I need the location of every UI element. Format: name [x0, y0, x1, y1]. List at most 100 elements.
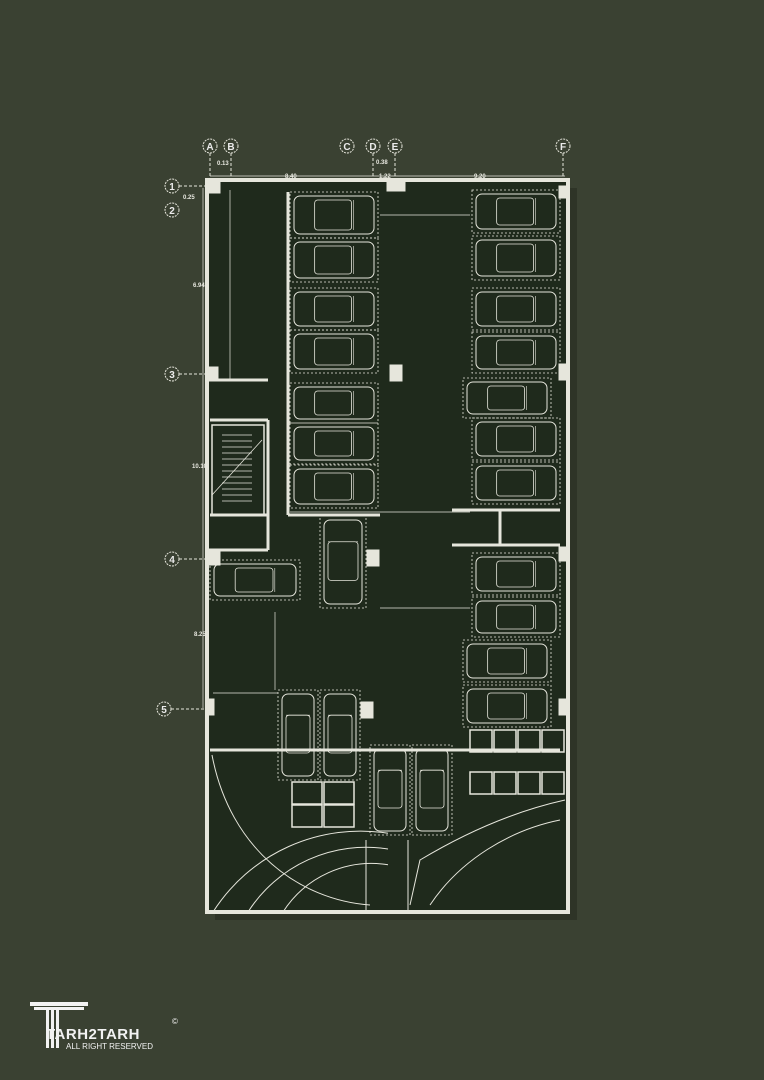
svg-text:D: D	[369, 142, 376, 153]
car-roof	[314, 245, 353, 275]
car-roof	[496, 469, 535, 497]
car-icon	[475, 600, 557, 634]
car-body	[415, 748, 449, 832]
svg-text:2: 2	[169, 206, 175, 217]
car-icon	[293, 291, 375, 327]
car-icon	[213, 563, 297, 597]
car-roof	[496, 197, 535, 226]
storage-unit	[517, 771, 541, 795]
grid-marker-a: A	[202, 138, 218, 154]
grid-marker-3: 3	[164, 366, 180, 382]
ramp-edge	[211, 754, 371, 906]
car-icon	[475, 193, 557, 230]
dim-2-3: 6.94	[193, 283, 205, 289]
car-body	[475, 239, 557, 277]
dim-e-f: 9.20	[474, 174, 486, 180]
structural-column	[207, 366, 219, 382]
car-icon	[475, 291, 557, 327]
storage-unit	[541, 771, 565, 795]
grid-marker-2: 2	[164, 202, 180, 218]
car-body	[293, 291, 375, 327]
structural-column	[558, 546, 568, 562]
car-body	[281, 693, 315, 777]
storage-unit	[323, 781, 355, 805]
car-icon	[293, 241, 375, 279]
dim-a-b: 0.13	[217, 161, 229, 167]
storage-unit	[291, 804, 323, 828]
car-body	[475, 193, 557, 230]
car-body	[293, 241, 375, 279]
car-body	[475, 465, 557, 501]
storage-unit	[469, 771, 493, 795]
parking-stall	[471, 189, 561, 234]
parking-stall	[471, 235, 561, 281]
car-body	[293, 468, 375, 505]
car-body	[293, 195, 375, 235]
stair-break-line	[211, 439, 263, 496]
svg-text:A: A	[206, 142, 213, 153]
car-roof	[496, 243, 535, 273]
grid-marker-d: D	[365, 138, 381, 154]
car-icon	[293, 468, 375, 505]
svg-text:4: 4	[169, 555, 175, 566]
dim-3-4: 10.10	[192, 464, 208, 470]
car-body	[475, 335, 557, 370]
structural-column	[207, 548, 221, 566]
ramp-edge	[429, 819, 561, 906]
car-body	[373, 748, 407, 832]
svg-text:E: E	[392, 142, 399, 153]
car-icon	[475, 421, 557, 457]
ramp-curve	[247, 846, 389, 913]
parking-stall	[319, 515, 367, 609]
storage-unit	[517, 729, 541, 753]
parking-stall	[277, 689, 319, 781]
car-body	[466, 381, 548, 415]
svg-text:3: 3	[169, 370, 175, 381]
svg-text:F: F	[560, 142, 566, 153]
car-roof	[496, 339, 535, 366]
ramp-edge	[409, 799, 566, 906]
car-body	[466, 643, 548, 679]
grid-marker-1: 1	[164, 178, 180, 194]
dim-1-2: 0.25	[183, 195, 195, 201]
car-icon	[475, 465, 557, 501]
parking-stall	[319, 689, 361, 781]
car-roof	[496, 295, 535, 323]
copyright-mark: ©	[172, 1017, 178, 1026]
car-roof	[314, 430, 353, 457]
car-body	[475, 291, 557, 327]
structural-column	[558, 698, 568, 716]
car-icon	[466, 381, 548, 415]
car-icon	[293, 426, 375, 461]
car-roof	[496, 560, 535, 588]
car-roof	[234, 567, 274, 593]
car-icon	[466, 688, 548, 724]
car-roof	[314, 295, 353, 323]
grid-markers: A B C D E F 1 2 3 4 5	[156, 138, 571, 717]
car-body	[323, 519, 363, 605]
parking-stall	[289, 237, 379, 283]
top-dimension-labels: 0.13 8.40 0.38 1.22 9.20 0.25 6.94 10.10…	[183, 160, 486, 638]
car-body	[475, 556, 557, 592]
car-roof	[314, 199, 353, 231]
structural-column	[360, 701, 374, 719]
parking-stall	[289, 329, 379, 374]
staircase	[211, 424, 265, 516]
structural-column	[558, 185, 568, 199]
car-body	[293, 333, 375, 370]
grid-marker-4: 4	[164, 551, 180, 567]
storage-unit	[541, 729, 565, 753]
grid-marker-f: F	[555, 138, 571, 154]
parking-stall	[462, 639, 552, 683]
grid-marker-5: 5	[156, 701, 172, 717]
car-icon	[466, 643, 548, 679]
car-icon	[323, 693, 357, 777]
ramp-curve	[212, 830, 389, 913]
dim-c-d: 0.38	[376, 160, 388, 166]
car-roof	[314, 337, 353, 366]
parking-stall	[471, 417, 561, 461]
car-icon	[373, 748, 407, 832]
car-icon	[293, 386, 375, 420]
structural-column	[206, 698, 215, 716]
